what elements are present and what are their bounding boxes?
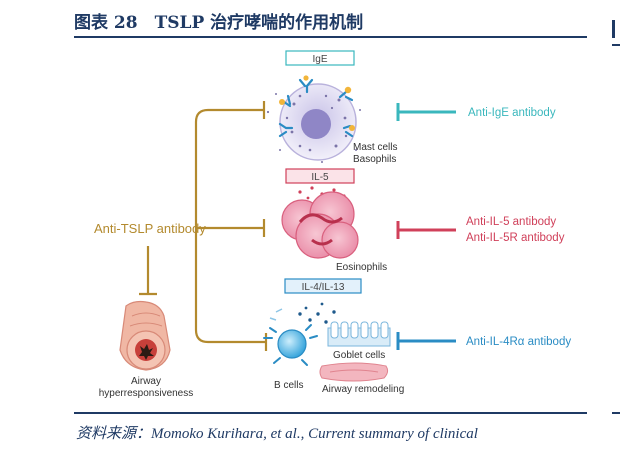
svg-text:IgE: IgE (312, 54, 327, 65)
figure-source: 资料来源：Momoko Kurihara, et al., Current su… (76, 426, 478, 442)
adjacent-figure-edge (606, 4, 620, 451)
il4-il13-box: IL-4/IL-13 (284, 278, 362, 294)
figure-title: 图表 28 TSLP 治疗哮喘的作用机制 (74, 13, 364, 33)
b-cell-illustration (263, 302, 336, 366)
tslp-to-airway-inhibitor (139, 246, 157, 296)
anti-il5-antibody-label: Anti-IL-5 antibody (466, 216, 556, 228)
anti-tslp-antibody-label: Anti-TSLP antibody (94, 221, 206, 236)
source-rule (74, 412, 587, 414)
eosinophils-label: Eosinophils (336, 262, 387, 273)
anti-il5-inhibitor (396, 221, 456, 239)
airway-label-line1: Airway (131, 376, 161, 387)
title-rule (74, 36, 587, 38)
airway-illustration (119, 300, 171, 371)
tslp-inhibition-bracket (194, 101, 268, 351)
goblet-cells-illustration (327, 321, 391, 347)
mast-cell-illustration (266, 75, 361, 163)
svg-text:IL-5: IL-5 (311, 172, 329, 183)
basophils-label: Basophils (353, 154, 396, 165)
goblet-cells-label: Goblet cells (333, 350, 385, 361)
airway-remodeling-label: Airway remodeling (322, 384, 404, 395)
anti-ige-antibody-label: Anti-IgE antibody (468, 107, 556, 119)
svg-text:IL-4/IL-13: IL-4/IL-13 (302, 282, 345, 293)
airway-label-line2: hyperresponsiveness (99, 388, 194, 399)
eosinophil-illustration (281, 186, 359, 259)
ige-box: IgE (285, 50, 355, 66)
il5-box: IL-5 (285, 168, 355, 184)
b-cells-label: B cells (274, 380, 303, 391)
anti-il5r-antibody-label: Anti-IL-5R antibody (466, 232, 565, 244)
airway-remodeling-illustration (319, 362, 389, 382)
anti-il4ra-inhibitor (396, 332, 456, 350)
anti-ige-inhibitor (396, 103, 456, 121)
anti-il4ra-antibody-label: Anti-IL-4Rα antibody (466, 336, 571, 348)
mast-cells-label: Mast cells (353, 142, 397, 153)
